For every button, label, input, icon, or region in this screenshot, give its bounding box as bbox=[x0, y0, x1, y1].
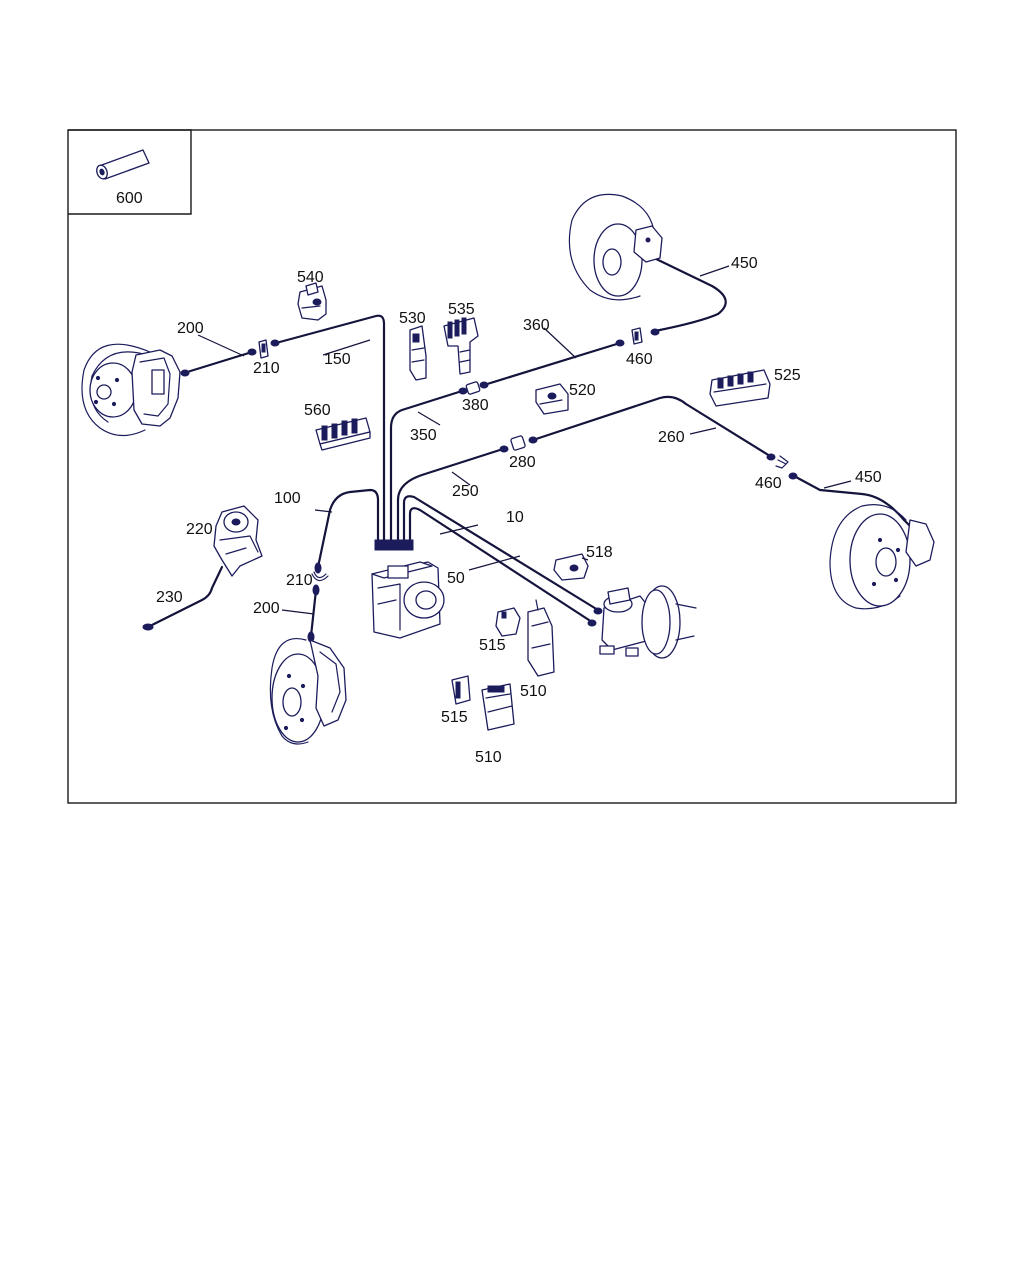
line-450-right bbox=[792, 474, 916, 532]
part-515-lower bbox=[451, 675, 471, 705]
label-535: 535 bbox=[448, 301, 475, 318]
label-525: 525 bbox=[774, 367, 801, 384]
line-200-front bbox=[309, 588, 318, 638]
part-515-upper bbox=[495, 607, 521, 637]
line-350 bbox=[389, 389, 464, 542]
line-450-top bbox=[648, 254, 727, 333]
part-460-clip-right bbox=[775, 455, 789, 469]
label-220: 220 bbox=[186, 521, 213, 538]
part-525 bbox=[709, 369, 771, 407]
label-360: 360 bbox=[523, 317, 550, 334]
part-280-connector bbox=[510, 435, 526, 451]
part-210-clip-front bbox=[311, 571, 329, 582]
label-520: 520 bbox=[569, 382, 596, 399]
part-460-clip-top bbox=[631, 327, 643, 345]
label-380: 380 bbox=[462, 397, 489, 414]
label-230: 230 bbox=[156, 589, 183, 606]
label-600: 600 bbox=[116, 190, 143, 207]
part-labels: 540 200 210 150 530 535 360 460 450 560 … bbox=[156, 255, 882, 766]
abs-hydraulic-unit bbox=[371, 561, 445, 639]
leader-lines bbox=[197, 265, 852, 615]
rear-right-brake-disc bbox=[568, 193, 663, 301]
line-360 bbox=[482, 341, 622, 387]
part-560 bbox=[315, 417, 371, 451]
rear-left-brake-disc bbox=[81, 343, 181, 437]
label-210-front: 210 bbox=[286, 572, 313, 589]
part-600-sleeve bbox=[96, 149, 150, 180]
part-530 bbox=[409, 325, 427, 381]
label-450-top: 450 bbox=[731, 255, 758, 272]
part-510-upper bbox=[527, 599, 555, 677]
diagram-frame bbox=[67, 129, 957, 804]
label-200-rear: 200 bbox=[177, 320, 204, 337]
label-518: 518 bbox=[586, 544, 613, 561]
label-250: 250 bbox=[452, 483, 479, 500]
part-510-lower bbox=[481, 683, 515, 731]
label-200-front: 200 bbox=[253, 600, 280, 617]
label-450-right: 450 bbox=[855, 469, 882, 486]
brake-lines bbox=[146, 254, 916, 638]
label-100: 100 bbox=[274, 490, 301, 507]
line-150 bbox=[274, 314, 386, 542]
inset-box: 600 bbox=[68, 129, 192, 215]
label-210-rear: 210 bbox=[253, 360, 280, 377]
label-530: 530 bbox=[399, 310, 426, 327]
label-540: 540 bbox=[297, 269, 324, 286]
line-230 bbox=[146, 565, 224, 629]
front-left-brake-disc bbox=[269, 638, 347, 745]
part-220-bracket bbox=[213, 505, 263, 577]
label-515-a: 515 bbox=[479, 637, 506, 654]
master-cylinder-and-booster bbox=[599, 585, 697, 659]
part-535 bbox=[443, 317, 479, 375]
label-280: 280 bbox=[509, 454, 536, 471]
label-560: 560 bbox=[304, 402, 331, 419]
part-520 bbox=[535, 383, 569, 415]
part-518 bbox=[553, 553, 589, 581]
label-10: 10 bbox=[506, 509, 524, 526]
part-210-clip-rear bbox=[258, 339, 269, 359]
label-510-b: 510 bbox=[475, 749, 502, 766]
label-350: 350 bbox=[410, 427, 437, 444]
label-260: 260 bbox=[658, 429, 685, 446]
label-510-a: 510 bbox=[520, 683, 547, 700]
label-460-top: 460 bbox=[626, 351, 653, 368]
label-150: 150 bbox=[324, 351, 351, 368]
label-515-b: 515 bbox=[441, 709, 468, 726]
line-100 bbox=[316, 488, 380, 569]
line-200-rear bbox=[182, 350, 254, 375]
line-fittings bbox=[142, 252, 798, 643]
line-260 bbox=[531, 395, 772, 458]
label-460-right: 460 bbox=[755, 475, 782, 492]
label-50: 50 bbox=[447, 570, 465, 587]
part-380-connector bbox=[465, 381, 481, 395]
line-250 bbox=[396, 447, 505, 542]
line-50 bbox=[408, 507, 594, 624]
front-right-brake-disc bbox=[829, 504, 935, 610]
line-10 bbox=[402, 495, 600, 612]
part-540 bbox=[297, 282, 327, 321]
